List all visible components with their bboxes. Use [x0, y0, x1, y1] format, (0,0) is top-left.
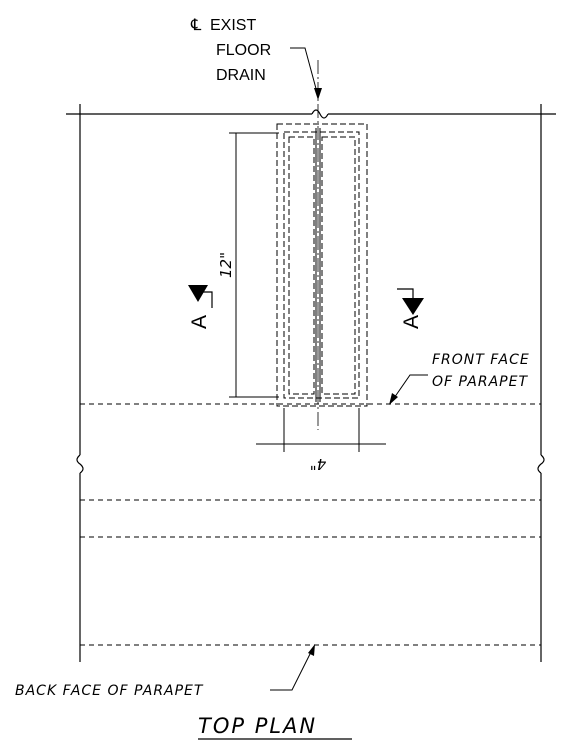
right-boundary-line [537, 104, 545, 662]
drain-box [276, 123, 368, 407]
drain-center-lines [315, 128, 321, 402]
drain-leader [290, 47, 319, 97]
drain-label-line2: FLOOR [216, 42, 271, 59]
drain-leader-arrow [314, 88, 322, 100]
drain-right-channel [321, 136, 356, 395]
back-face-leader-arrow [308, 644, 315, 656]
front-face-leader [391, 374, 428, 402]
drain-label-line3: DRAIN [216, 67, 266, 84]
drawing-title: TOP PLAN [198, 714, 317, 738]
drain-inner-rect [283, 131, 360, 399]
section-marker-right [397, 288, 424, 315]
length-dimension [229, 132, 279, 398]
back-face-label: BACK FACE OF PARAPET [15, 683, 204, 699]
back-face-leader [270, 647, 314, 691]
drain-label-line1: EXIST [210, 17, 256, 34]
dashed-parapet-lines [80, 403, 541, 646]
drain-outer-rect [276, 123, 368, 407]
front-face-label-line2: OF PARAPET [432, 374, 528, 390]
section-marker-left [188, 285, 213, 308]
length-dimension-label: 12" [217, 252, 235, 278]
centerline-symbol: ℄ [190, 17, 202, 34]
section-label-right: A [400, 315, 423, 329]
section-label-left: A [188, 315, 211, 329]
width-dimension [256, 408, 386, 452]
drain-left-channel [288, 136, 315, 395]
front-face-label-line1: FRONT FACE [432, 352, 530, 368]
top-edge-line [66, 109, 556, 119]
left-boundary-line [76, 104, 84, 662]
front-face-leader-arrow [389, 393, 398, 405]
width-dimension-label: 4" [310, 455, 326, 473]
